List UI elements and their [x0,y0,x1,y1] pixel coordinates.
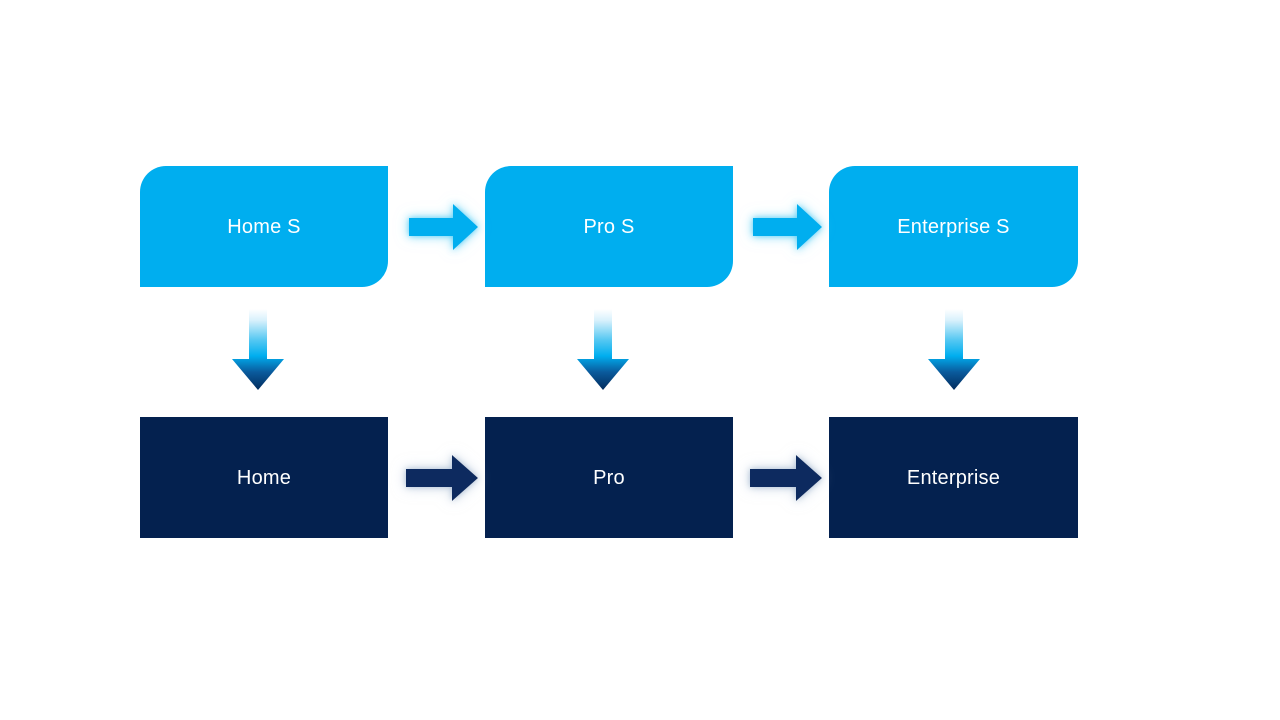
arrow-right-icon-home-s-to-pro-s [409,203,479,251]
arrow-down-icon-enterprise-s-to-enterprise [927,309,981,391]
service-box-enterprise-s[interactable]: Enterprise S [829,166,1078,287]
service-box-enterprise-s-label: Enterprise S [897,215,1010,238]
product-box-enterprise-label: Enterprise [906,466,1001,489]
arrow-right-icon-home-to-pro [406,454,480,502]
arrow-right-icon-pro-to-enterprise [750,454,824,502]
service-box-home-s[interactable]: Home S [140,166,388,287]
product-box-pro-label: Pro [593,466,625,489]
product-box-home-label: Home [236,466,292,489]
service-box-home-s-label: Home S [227,215,301,238]
product-box-enterprise[interactable]: Enterprise [829,417,1078,538]
arrow-down-icon-pro-s-to-pro [576,309,630,391]
service-box-pro-s-label: Pro S [583,215,635,238]
arrow-down-icon-home-s-to-home [231,309,285,391]
arrow-right-icon-pro-s-to-enterprise-s [753,203,823,251]
product-box-home[interactable]: Home [140,417,388,538]
product-box-pro[interactable]: Pro [485,417,733,538]
service-box-pro-s[interactable]: Pro S [485,166,733,287]
